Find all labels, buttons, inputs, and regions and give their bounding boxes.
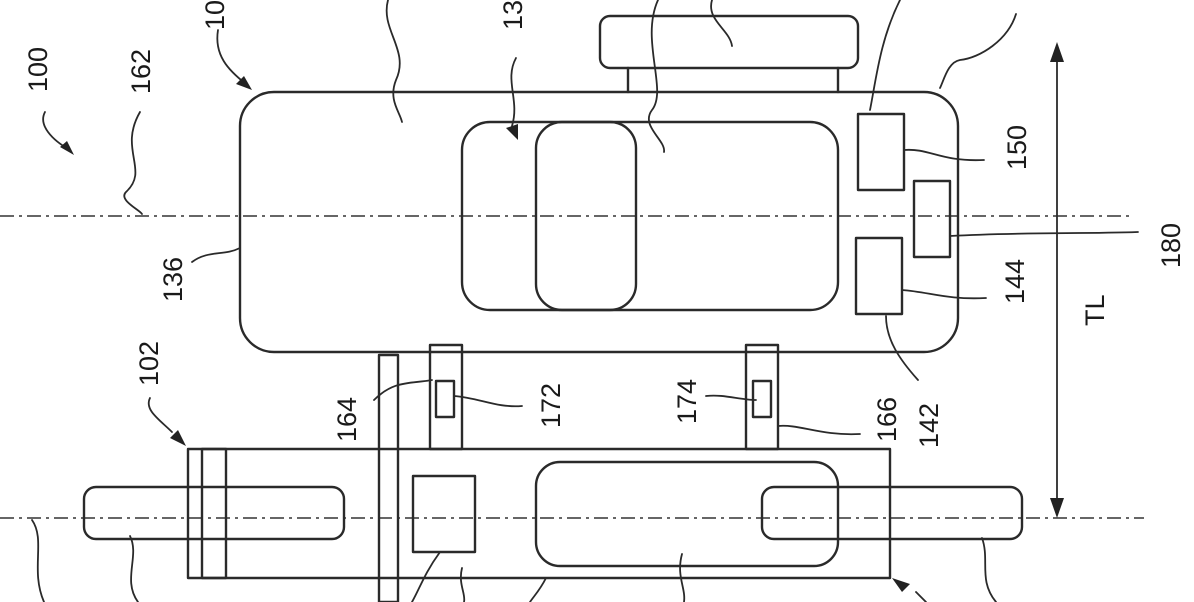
- label-tl: TL: [1080, 294, 1110, 326]
- leader-bl1: [31, 519, 45, 602]
- leader-174: [705, 394, 757, 401]
- bracket-left-post: [377, 353, 400, 602]
- leader-150: [903, 148, 985, 162]
- lower-right-wheel: [760, 485, 1024, 541]
- component-144: [854, 236, 904, 316]
- label-102: 102: [134, 341, 164, 386]
- tl-arrow-top: [1050, 42, 1064, 62]
- leader-180: [949, 231, 1139, 237]
- leader-bl8: [915, 591, 927, 602]
- tl-arrow-bottom: [1050, 498, 1064, 518]
- lower-vehicle-body: [186, 447, 892, 580]
- bracket-166: [744, 343, 780, 451]
- upper-cab-window: [534, 120, 638, 312]
- label-142: 142: [914, 403, 944, 448]
- label-164: 164: [332, 397, 362, 442]
- lower-component: [411, 474, 477, 554]
- arrow-10: [236, 76, 252, 90]
- arrow-bl8: [892, 578, 910, 592]
- leader-roofbox: [710, 0, 733, 47]
- lower-frame-left: [200, 447, 228, 580]
- sensor-172: [434, 379, 456, 419]
- leader-bl4: [460, 567, 466, 602]
- leader-component: [869, 0, 901, 111]
- sensor-174: [751, 379, 773, 419]
- leader-window: [648, 0, 665, 153]
- label-180: 180: [1156, 223, 1186, 268]
- upper-roof-box: [598, 14, 860, 70]
- leader-162: [123, 111, 143, 215]
- leader-10: [216, 29, 247, 85]
- leader-144: [901, 289, 987, 300]
- leader-136: [191, 247, 241, 263]
- label-166: 166: [872, 397, 902, 442]
- arrow-13: [506, 124, 518, 140]
- leader-102: [147, 397, 173, 433]
- arrow-102: [170, 430, 186, 446]
- leader-172: [453, 395, 523, 408]
- label-172: 172: [536, 383, 566, 428]
- label-10-partial: 10: [200, 0, 230, 30]
- label-150: 150: [1002, 125, 1032, 170]
- label-136: 136: [158, 257, 188, 302]
- label-174: 174: [672, 379, 702, 424]
- component-150: [856, 112, 906, 192]
- lower-left-wheel: [82, 485, 346, 541]
- label-162: 162: [126, 49, 156, 94]
- leader-body: [385, 0, 403, 123]
- leader-bl6: [679, 553, 686, 602]
- label-13-partial: 13: [498, 0, 528, 30]
- label-144: 144: [1000, 259, 1030, 304]
- arrow-100: [60, 141, 74, 155]
- leader-bl3: [411, 551, 441, 602]
- leader-166: [777, 424, 861, 436]
- leader-bl5: [529, 577, 547, 602]
- leader-142: [885, 315, 919, 381]
- leader-13: [510, 57, 517, 127]
- component-180: [912, 179, 952, 259]
- leader-164: [373, 379, 433, 401]
- lower-cab: [534, 460, 840, 568]
- label-100: 100: [23, 47, 53, 92]
- upper-vehicle-body: [238, 90, 960, 354]
- leader-bl2: [129, 535, 139, 602]
- leader-corner: [939, 13, 1017, 89]
- leader-bl7: [981, 537, 997, 602]
